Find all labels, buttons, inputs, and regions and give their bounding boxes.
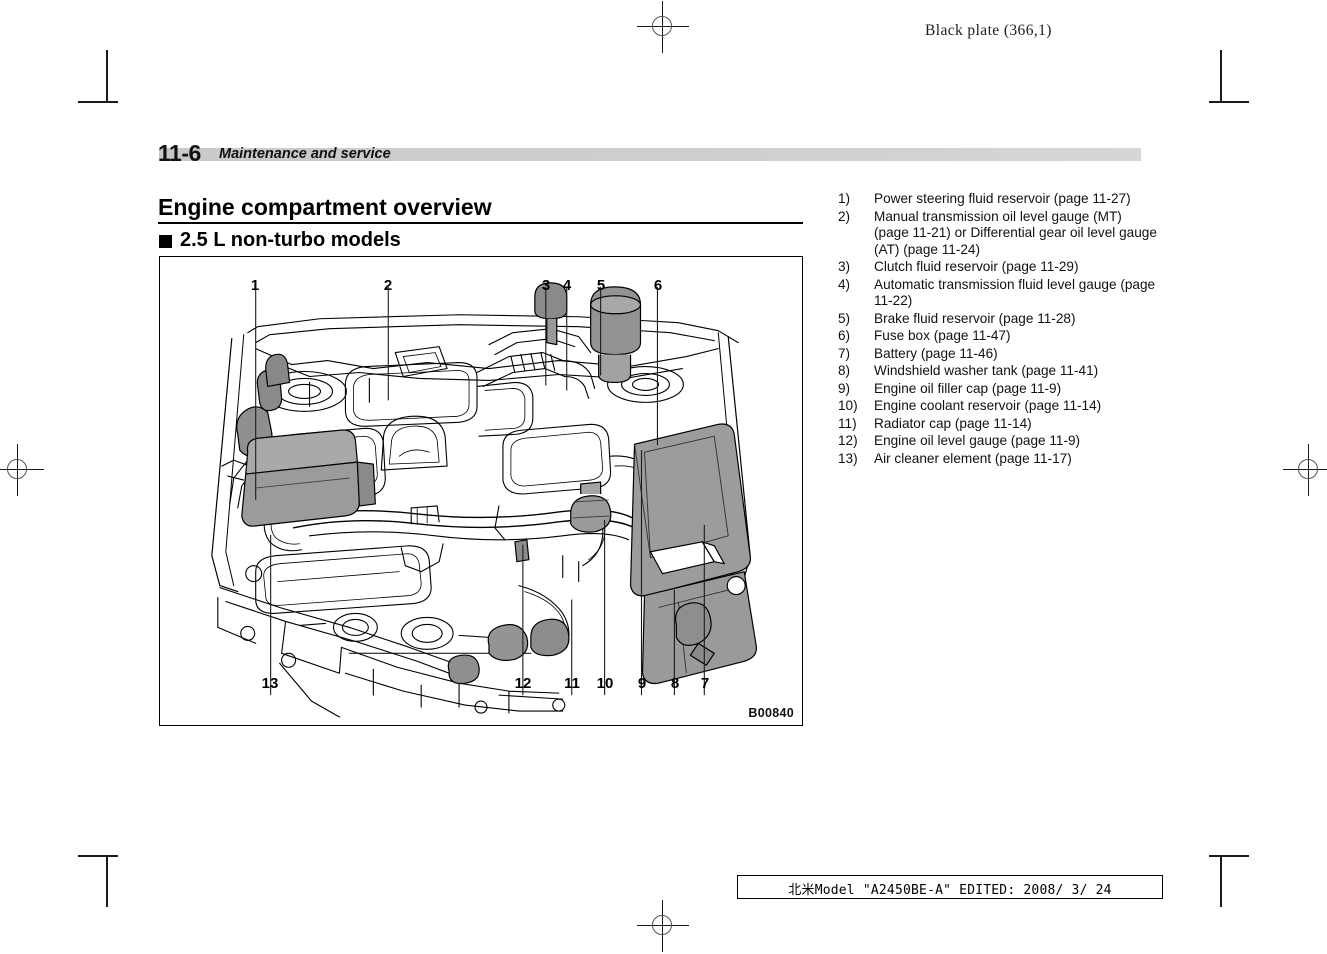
registration-mark-circle (1298, 459, 1318, 479)
registration-mark-circle (652, 16, 672, 36)
black-plate-marker: Black plate (366,1) (925, 22, 1052, 39)
legend-item-number: 4) (838, 276, 851, 292)
legend-item: 9) Engine oil filler cap (page 11-9) (838, 381, 1158, 398)
component-legend-list: 1) Power steering fluid reservoir (page … (838, 191, 1158, 468)
callout-number-4: 4 (562, 277, 572, 294)
legend-item-number: 10) (838, 398, 858, 413)
crop-mark-bottom-left-horizontal (78, 855, 118, 857)
crop-mark-bottom-right-vertical (1220, 855, 1222, 907)
section-title: Maintenance and service (219, 146, 391, 162)
legend-item-label: Manual transmission oil level gauge (MT)… (874, 208, 1157, 257)
crop-mark-top-left-horizontal (78, 101, 118, 103)
legend-item-label: Engine oil filler cap (page 11-9) (874, 380, 1062, 396)
callout-number-8: 8 (670, 675, 680, 692)
callout-number-7: 7 (700, 675, 710, 692)
callout-number-11: 11 (564, 675, 580, 692)
callout-number-9: 9 (637, 675, 647, 692)
legend-item: 7) Battery (page 11-46) (838, 346, 1158, 363)
legend-item-number: 6) (838, 328, 851, 343)
callout-number-13: 13 (261, 675, 279, 692)
legend-item-label: Clutch fluid reservoir (page 11-29) (874, 259, 1079, 274)
square-bullet-icon (159, 235, 172, 248)
engine-compartment-figure: B00840 (159, 256, 803, 726)
crop-mark-top-right-horizontal (1209, 101, 1249, 103)
page-number: 11-6 (158, 140, 201, 166)
header-gray-band (159, 148, 1141, 161)
legend-item-label: Automatic transmission fluid level gauge… (874, 276, 1156, 309)
legend-item: 11) Radiator cap (page 11-14) (838, 416, 1158, 433)
callout-number-10: 10 (596, 675, 614, 692)
registration-mark-circle (652, 915, 672, 935)
legend-item-label: Fuse box (page 11-47) (874, 328, 1011, 343)
legend-item-label: Radiator cap (page 11-14) (874, 415, 1032, 431)
legend-item-label: Brake fluid reservoir (page 11-28) (874, 310, 1076, 326)
legend-item-number: 7) (838, 345, 851, 361)
legend-item: 5) Brake fluid reservoir (page 11-28) (838, 311, 1158, 328)
callout-number-3: 3 (541, 277, 551, 294)
crop-mark-top-right-vertical (1220, 50, 1222, 102)
footer-edition-text: 北米Model "A2450BE-A" EDITED: 2008/ 3/ 24 (788, 883, 1112, 898)
callout-number-1: 1 (250, 277, 260, 294)
legend-item: 13) Air cleaner element (page 11-17) (838, 451, 1158, 468)
figure-code: B00840 (748, 706, 794, 720)
legend-item-number: 2) (838, 208, 851, 224)
callout-number-12: 12 (514, 675, 532, 692)
legend-item: 4) Automatic transmission fluid level ga… (838, 277, 1158, 310)
registration-mark-top (637, 1, 689, 53)
legend-item-number: 1) (838, 191, 851, 206)
crop-mark-top-left-vertical (106, 50, 108, 102)
legend-item: 8) Windshield washer tank (page 11-41) (838, 363, 1158, 380)
title-underline-rule (158, 222, 803, 224)
registration-mark-bottom (637, 900, 689, 952)
legend-item: 3) Clutch fluid reservoir (page 11-29) (838, 259, 1158, 276)
legend-item: 2) Manual transmission oil level gauge (… (838, 209, 1158, 259)
crop-mark-bottom-left-vertical (106, 855, 108, 907)
legend-item-number: 5) (838, 310, 851, 326)
legend-item: 10) Engine coolant reservoir (page 11-14… (838, 398, 1158, 415)
legend-item-number: 3) (838, 259, 851, 274)
legend-item-label: Engine coolant reservoir (page 11-14) (874, 398, 1102, 413)
legend-item-label: Windshield washer tank (page 11-41) (874, 363, 1099, 378)
callout-leader-lines (255, 286, 705, 696)
legend-item: 1) Power steering fluid reservoir (page … (838, 191, 1158, 208)
callout-number-5: 5 (596, 277, 606, 294)
legend-item-number: 9) (838, 380, 851, 396)
legend-item-label: Engine oil level gauge (page 11-9) (874, 433, 1081, 448)
legend-item: 6) Fuse box (page 11-47) (838, 328, 1158, 345)
subsection-title: 2.5 L non-turbo models (180, 229, 401, 251)
legend-item-number: 8) (838, 363, 851, 378)
registration-mark-left (0, 444, 44, 496)
legend-item-number: 12) (838, 433, 858, 448)
registration-mark-right (1283, 444, 1327, 496)
callout-number-6: 6 (653, 277, 663, 294)
legend-item-label: Air cleaner element (page 11-17) (874, 450, 1072, 466)
engine-compartment-illustration (211, 282, 757, 718)
crop-mark-bottom-right-horizontal (1209, 855, 1249, 857)
callout-number-2: 2 (383, 277, 393, 294)
legend-item: 12) Engine oil level gauge (page 11-9) (838, 433, 1158, 450)
registration-mark-circle (7, 459, 27, 479)
page-title: Engine compartment overview (158, 194, 492, 220)
footer-edition-plate: 北米Model "A2450BE-A" EDITED: 2008/ 3/ 24 (737, 875, 1163, 899)
legend-item-label: Power steering fluid reservoir (page 11-… (874, 191, 1131, 206)
legend-item-number: 13) (838, 450, 858, 466)
legend-item-label: Battery (page 11-46) (874, 345, 998, 361)
legend-item-number: 11) (838, 415, 857, 431)
